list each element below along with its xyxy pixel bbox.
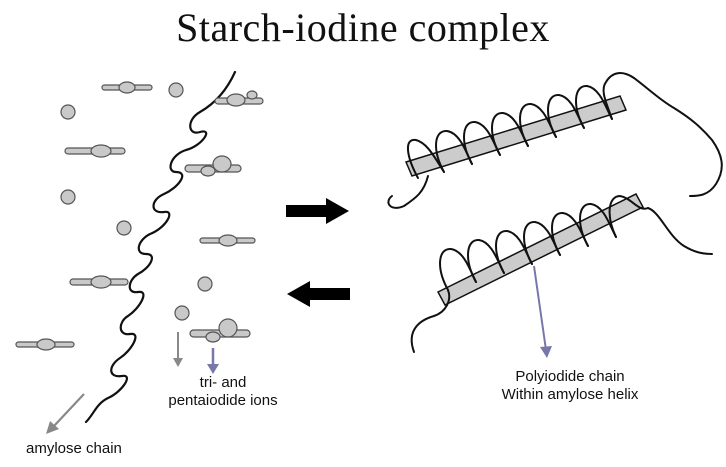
amylose-helix-upper bbox=[387, 72, 723, 209]
ions-label-line2: pentaiodide ions bbox=[168, 392, 278, 409]
amylose-chain-label: amylose chain bbox=[26, 440, 122, 457]
triiodide-ion bbox=[199, 234, 256, 247]
triiodide-ion bbox=[69, 275, 129, 289]
iodide-ion bbox=[168, 82, 184, 98]
amylose-pointer-arrow bbox=[46, 393, 85, 434]
iodide-ion bbox=[197, 276, 213, 292]
reverse-arrow-icon bbox=[287, 281, 350, 307]
polyiodide-pointer-arrow bbox=[533, 265, 552, 358]
pentaiodide-ion bbox=[184, 155, 242, 177]
ions-label-line1: tri- and bbox=[199, 374, 247, 391]
polyiodide-label-line2: Within amylose helix bbox=[501, 386, 639, 403]
diagram-title: Starch-iodine complex bbox=[176, 5, 550, 50]
equilibrium-arrows bbox=[286, 198, 350, 307]
triiodide-ion bbox=[64, 144, 126, 158]
amylose-chain-strand bbox=[84, 70, 237, 424]
ion-cluster bbox=[15, 81, 264, 351]
amylose-helix-lower bbox=[410, 193, 713, 353]
iodide-ion bbox=[60, 104, 76, 120]
forward-arrow-icon bbox=[286, 198, 349, 224]
pentaiodide-ion bbox=[214, 90, 264, 107]
iodide-ion bbox=[116, 220, 132, 236]
polyiodide-label-line1: Polyiodide chain bbox=[515, 368, 625, 385]
polyiodide-label: Polyiodide chain Within amylose helix bbox=[480, 368, 660, 404]
triiodide-ion bbox=[15, 338, 75, 351]
triiodide-ion bbox=[101, 81, 153, 94]
polyiodide-rod bbox=[436, 193, 645, 306]
iodide-ion bbox=[60, 189, 76, 205]
ions-label: tri- and pentaiodide ions bbox=[148, 374, 298, 410]
pentaiodide-ion bbox=[189, 318, 251, 343]
ion-pointer-arrows bbox=[173, 332, 219, 374]
iodide-ion bbox=[174, 305, 190, 321]
